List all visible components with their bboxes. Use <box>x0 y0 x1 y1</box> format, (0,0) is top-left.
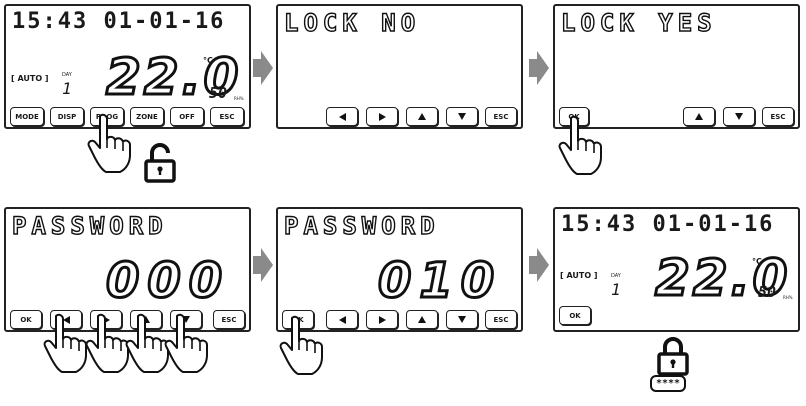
off-button[interactable]: OFF <box>170 107 204 126</box>
up-triangle-icon <box>418 113 426 120</box>
password-digits: 000 <box>104 253 231 309</box>
humidity-unit: RH% <box>783 295 793 300</box>
left-button[interactable] <box>326 107 358 126</box>
up-button[interactable] <box>683 107 715 126</box>
right-arrow-icon <box>529 248 549 282</box>
clock-display: 15:43 01-01-16 <box>561 212 775 237</box>
temperature-display: 22.0 <box>104 48 242 106</box>
down-triangle-icon <box>182 316 190 323</box>
up-button[interactable] <box>406 310 438 329</box>
up-triangle-icon <box>418 316 426 323</box>
hand-pointer-icon <box>87 113 131 173</box>
hand-pointer-icon <box>279 315 323 375</box>
temperature-display: 22.0 <box>653 249 791 307</box>
humidity-unit: RH% <box>234 96 244 101</box>
unlock-icon <box>144 143 176 183</box>
right-triangle-icon <box>378 112 386 121</box>
day-label: DAY <box>62 72 72 78</box>
right-arrow-icon <box>529 51 549 85</box>
mode-indicator: [ AUTO ] <box>560 271 598 280</box>
left-triangle-icon <box>338 315 346 324</box>
down-button[interactable] <box>446 107 478 126</box>
humidity-display: 50 <box>758 283 777 301</box>
screen-panel-password-entry: PASSWORD 000 OK ESC <box>4 207 251 332</box>
ok-button[interactable]: OK <box>10 310 42 329</box>
clock-display: 15:43 01-01-16 <box>12 9 226 34</box>
screen-title: PASSWORD <box>11 211 168 240</box>
right-triangle-icon <box>378 315 386 324</box>
temperature-unit: °C <box>203 56 213 65</box>
screen-title: PASSWORD <box>283 211 440 240</box>
day-value: 1 <box>62 79 72 98</box>
down-triangle-icon <box>458 316 466 323</box>
day-value: 1 <box>611 280 621 299</box>
mode-indicator: [ AUTO ] <box>11 74 49 83</box>
down-button[interactable] <box>446 310 478 329</box>
screen-panel-password-set: PASSWORD 010 OK ESC <box>276 207 523 332</box>
screen-panel-lock-no: LOCK NO ESC <box>276 4 523 129</box>
password-digits: 010 <box>376 253 503 309</box>
hand-pointer-icon <box>164 313 208 373</box>
left-triangle-icon <box>338 112 346 121</box>
password-badge: **** <box>650 375 687 392</box>
hand-pointer-icon <box>558 115 602 175</box>
left-triangle-icon <box>62 315 70 324</box>
screen-title: LOCK YES <box>560 8 717 37</box>
right-arrow-icon <box>253 51 273 85</box>
esc-button[interactable]: ESC <box>213 310 245 329</box>
hand-pointer-icon <box>43 313 87 373</box>
down-triangle-icon <box>458 113 466 120</box>
humidity-display: 50 <box>209 84 228 102</box>
esc-button[interactable]: ESC <box>485 107 517 126</box>
screen-panel-home-locked: 15:43 01-01-16 [ AUTO ] DAY 1 22.0 °C 50… <box>553 207 800 332</box>
esc-button[interactable]: ESC <box>485 310 517 329</box>
esc-button[interactable]: ESC <box>762 107 794 126</box>
zone-button[interactable]: ZONE <box>130 107 164 126</box>
day-label: DAY <box>611 273 621 279</box>
esc-button[interactable]: ESC <box>210 107 244 126</box>
mode-button[interactable]: MODE <box>10 107 44 126</box>
up-triangle-icon <box>695 113 703 120</box>
right-button[interactable] <box>366 107 398 126</box>
left-button[interactable] <box>326 310 358 329</box>
temperature-unit: °C <box>752 257 762 266</box>
down-triangle-icon <box>735 113 743 120</box>
right-arrow-icon <box>253 248 273 282</box>
up-button[interactable] <box>406 107 438 126</box>
screen-panel-home: 15:43 01-01-16 [ AUTO ] DAY 1 22.0 °C 50… <box>4 4 251 129</box>
disp-button[interactable]: DISP <box>50 107 84 126</box>
screen-title: LOCK NO <box>283 8 421 37</box>
down-button[interactable] <box>723 107 755 126</box>
ok-button[interactable]: OK <box>559 306 591 325</box>
lock-icon <box>657 337 689 376</box>
screen-panel-lock-yes: LOCK YES OK ESC <box>553 4 800 129</box>
right-button[interactable] <box>366 310 398 329</box>
